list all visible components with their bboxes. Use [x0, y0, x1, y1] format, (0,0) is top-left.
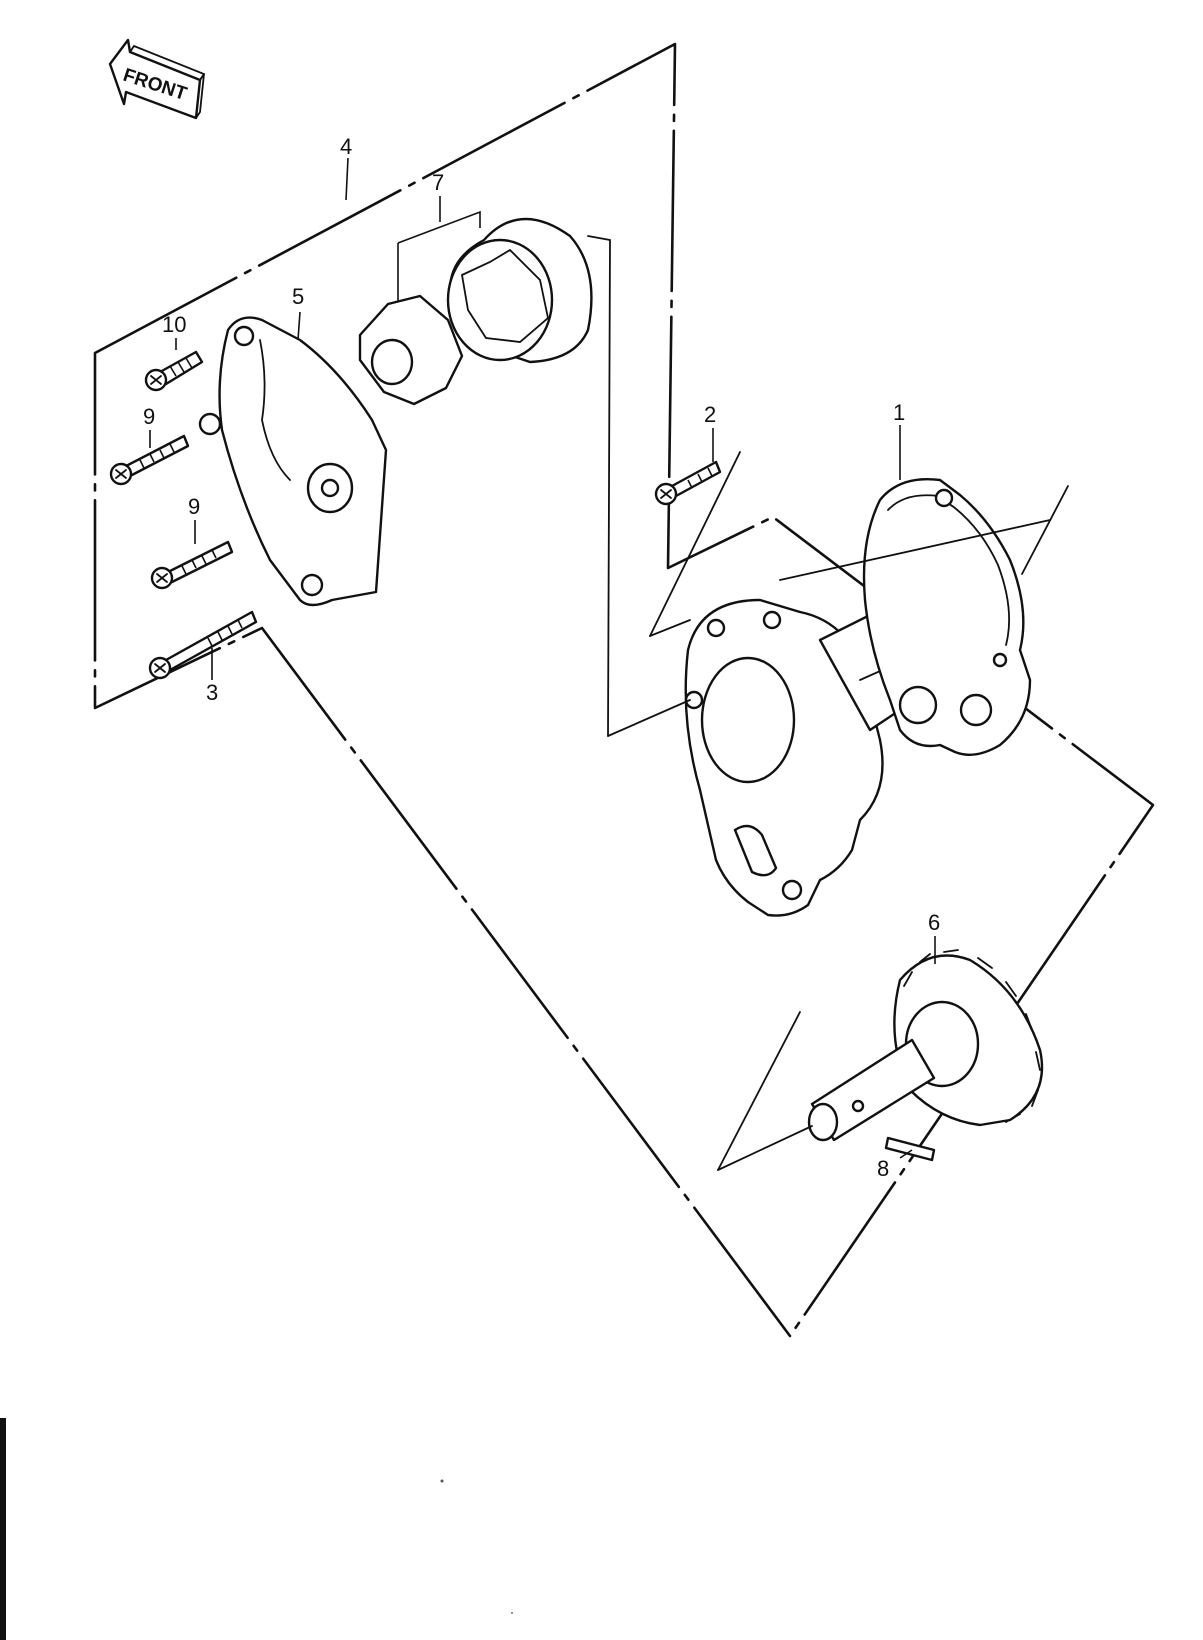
callout-9-upper: 9: [143, 404, 155, 429]
pump-housing: [684, 598, 922, 917]
screw-9-lower: [150, 540, 234, 590]
leader-lines: [149, 157, 936, 1159]
pump-cover: [198, 316, 388, 607]
callout-6: 6: [928, 910, 940, 935]
front-arrow-icon: FRONT: [108, 38, 206, 120]
pin: [884, 1136, 936, 1162]
screw-10: [144, 350, 204, 392]
callout-2: 2: [704, 402, 716, 427]
inner-rotor: [358, 294, 464, 406]
screw-3: [148, 610, 258, 680]
callout-4: 4: [340, 134, 352, 159]
drive-gear-shaft: [807, 949, 1044, 1142]
outer-rotor: [446, 217, 593, 364]
callout-3: 3: [206, 680, 218, 705]
scan-speck: [440, 1479, 444, 1483]
callout-8: 8: [877, 1156, 889, 1181]
callout-9-lower: 9: [188, 494, 200, 519]
screw-2: [654, 460, 722, 506]
callout-1: 1: [893, 400, 905, 425]
callout-5: 5: [292, 284, 304, 309]
assembly-outline: [93, 42, 1155, 1338]
gasket: [862, 478, 1032, 756]
scan-edge-mark: [0, 1418, 6, 1640]
screw-9-upper: [109, 434, 190, 486]
alignment-lines: [587, 235, 1069, 1171]
scan-speck: [511, 1612, 513, 1614]
callout-10: 10: [162, 312, 186, 337]
callout-7: 7: [432, 170, 444, 195]
